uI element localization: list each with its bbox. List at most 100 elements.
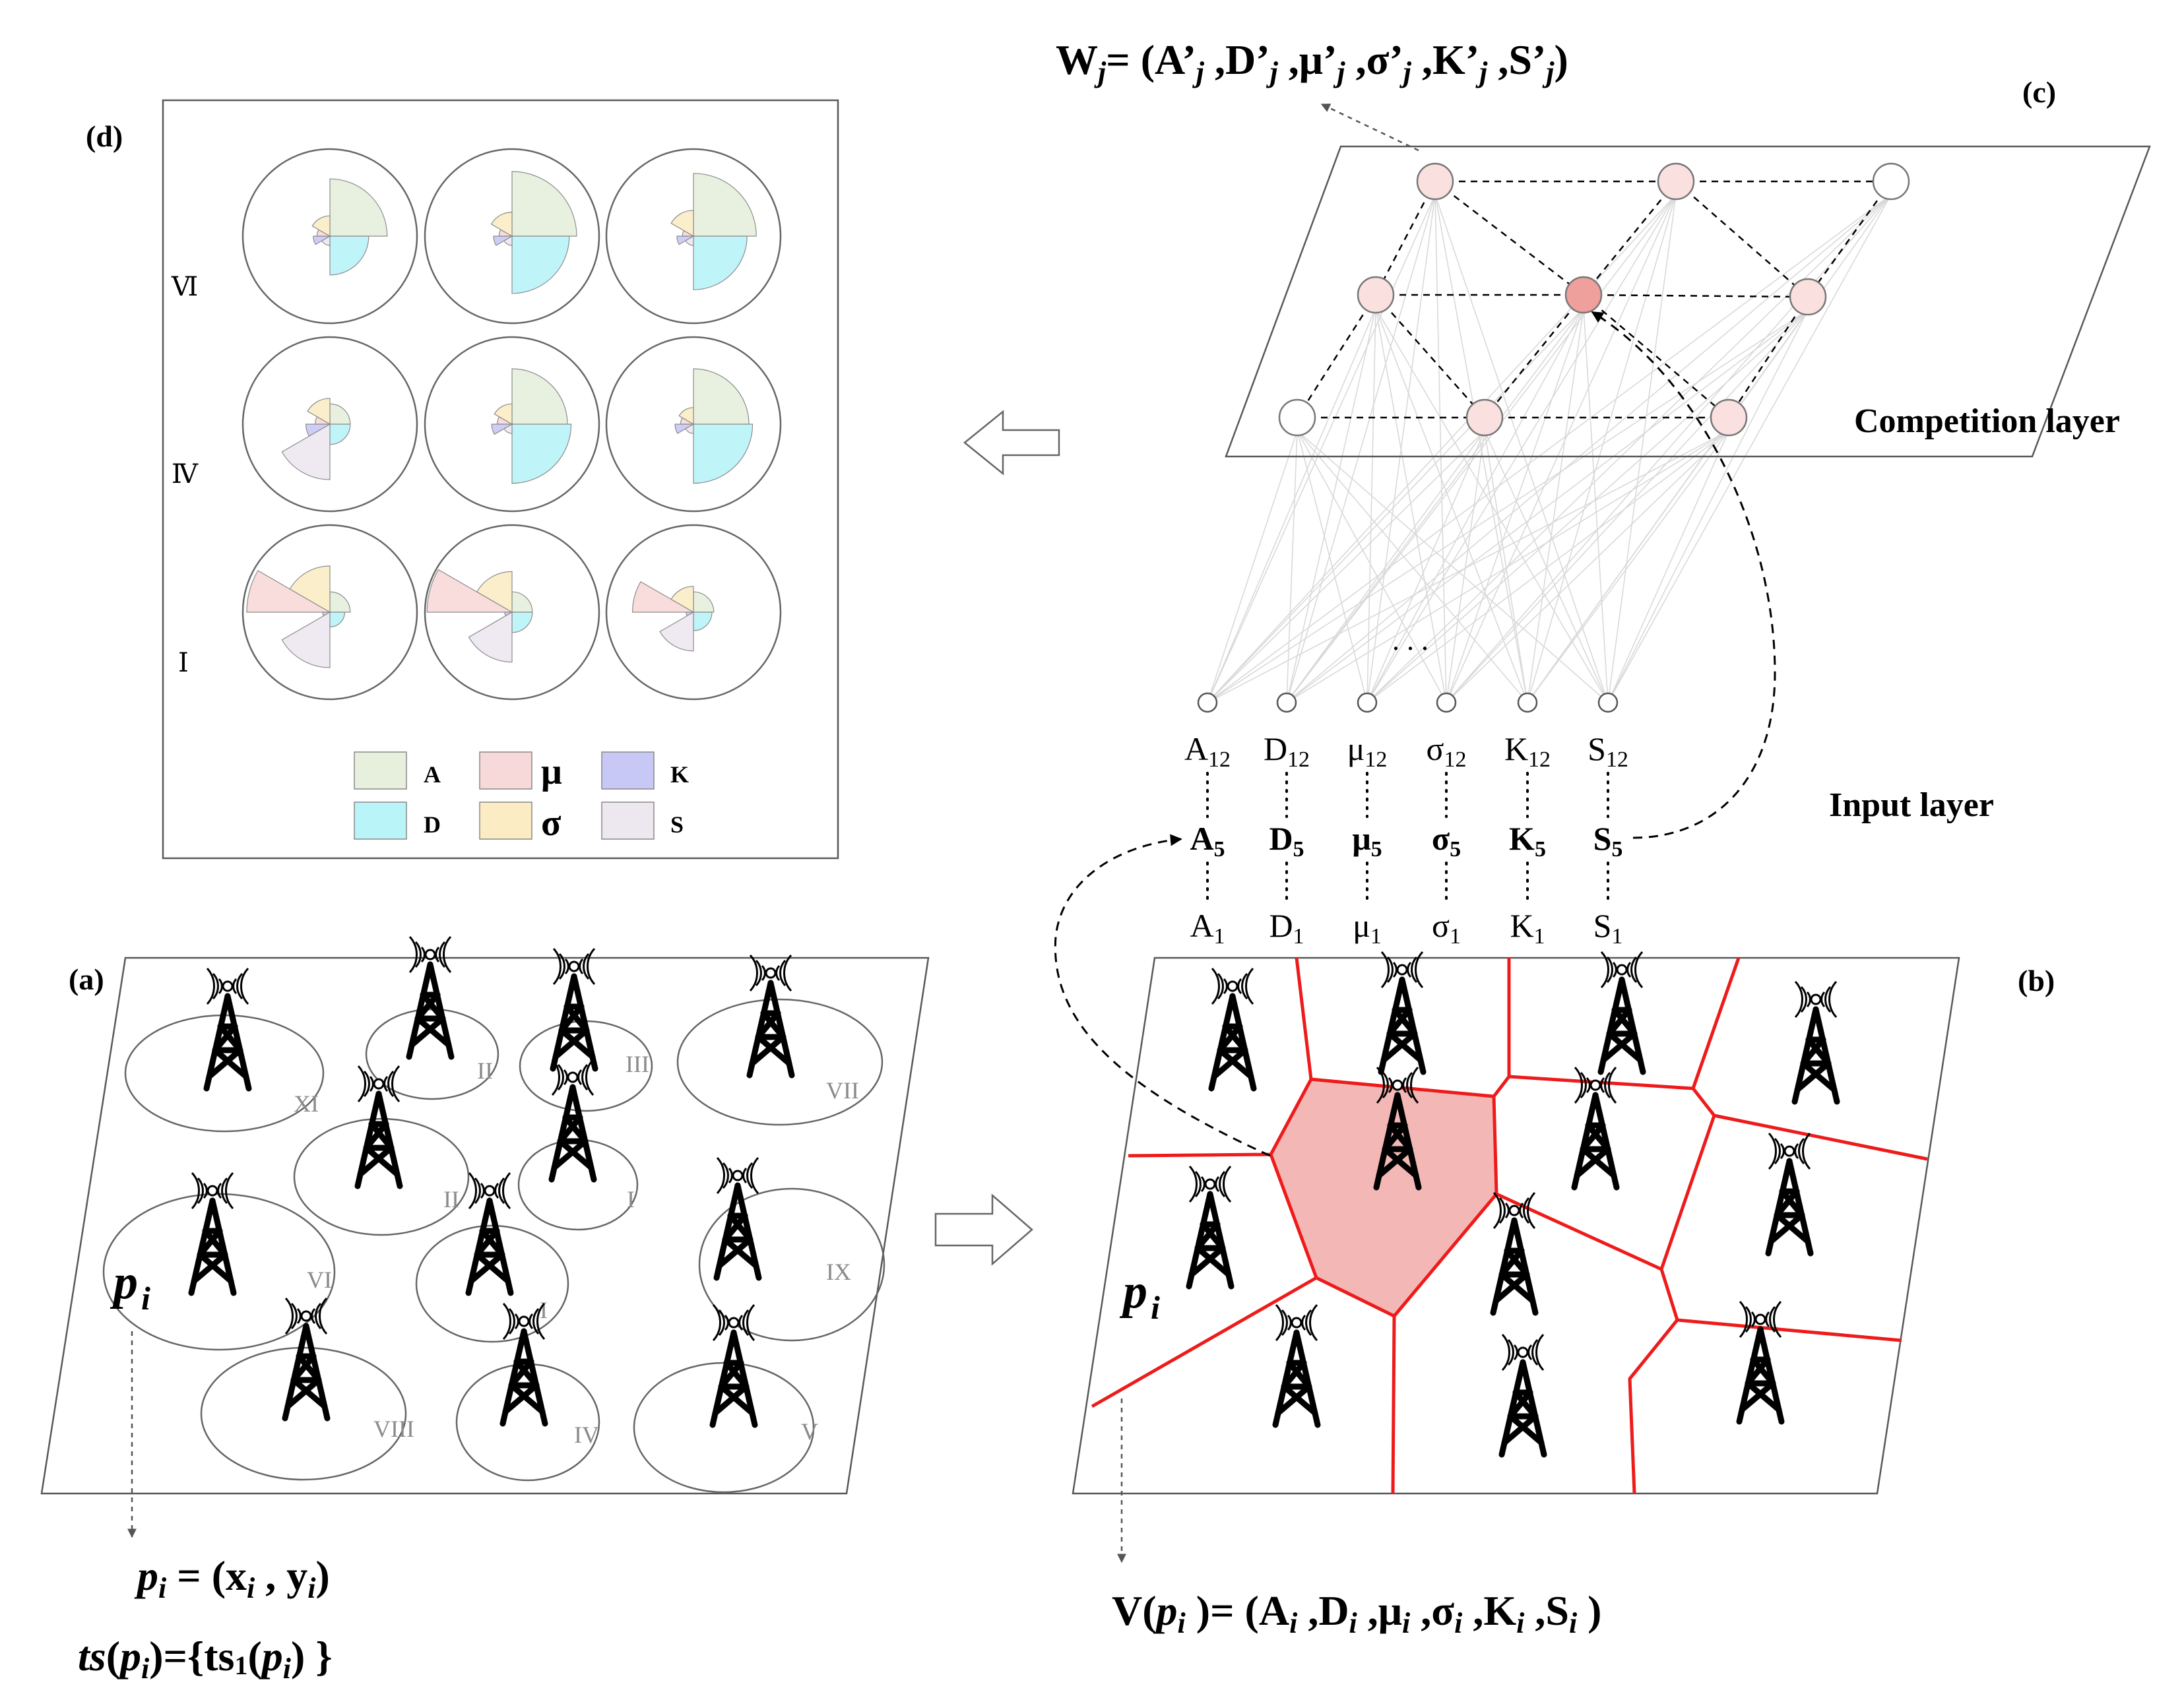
rose-sector: [476, 571, 513, 613]
coverage-cell: II: [293, 1066, 470, 1236]
input-feature-labels: A12A5A1D12D5D1μ12μ5μ1σ12σ5σ1K12K5K1S12S5…: [1184, 730, 1628, 949]
input-neuron: [1597, 692, 1619, 713]
input-neuron: [1357, 692, 1378, 713]
rose-sector: [426, 569, 514, 613]
rose-sector: [670, 586, 694, 613]
weight-connection: [1207, 309, 1809, 703]
cell-id-label: IX: [826, 1259, 851, 1285]
rose-sector: [511, 612, 533, 633]
weight-connection: [1484, 430, 1528, 703]
weight-connection: [1366, 309, 1809, 703]
coverage-cell: II: [365, 937, 499, 1100]
rose-sector: [281, 611, 331, 668]
lattice-edge: [1484, 294, 1584, 418]
legend-label-k: K: [670, 761, 689, 788]
som-neuron: [1872, 162, 1910, 201]
weight-connection: [1207, 430, 1485, 703]
feature-label-bottom: σ1: [1432, 907, 1461, 949]
weight-connection: [1286, 309, 1809, 703]
rose-sector: [329, 424, 351, 445]
rose-sector: [289, 565, 331, 613]
rose-sector: [693, 236, 748, 290]
weight-connection: [1207, 430, 1729, 703]
rose-sector: [511, 424, 572, 484]
legend-label-s: S: [670, 811, 684, 838]
weight-connection: [1607, 430, 1729, 703]
coverage-cell: IV: [455, 1304, 600, 1482]
feature-label-mid: A5: [1190, 820, 1225, 862]
weight-connection: [1527, 309, 1809, 703]
rose-sector: [678, 407, 694, 425]
point-p-subscript: i: [1151, 1289, 1160, 1326]
coverage-cell: VIII: [200, 1298, 414, 1481]
feature-label-mid: μ5: [1352, 820, 1382, 862]
coverage-cell: I: [415, 1173, 569, 1343]
input-layer-label: Input layer: [1829, 786, 1994, 824]
rose-sector: [685, 235, 694, 246]
rose-chart: [241, 336, 418, 513]
weight-connection: [1527, 194, 1677, 703]
weight-connection: [1375, 307, 1609, 703]
rose-chart: [424, 336, 600, 513]
weight-connection: [1286, 307, 1376, 703]
lattice-edge: [1675, 181, 1809, 298]
som-neuron: [1657, 162, 1695, 201]
feature-label-top: A12: [1184, 730, 1231, 772]
rose-chart: [605, 524, 782, 701]
weight-connection: [1297, 430, 1368, 703]
rose-sector: [693, 612, 713, 631]
formula-timeseries: ts(pi)={ts1(pi) }: [78, 1633, 333, 1685]
rose-sector: [329, 236, 369, 276]
feature-label-bottom: D1: [1269, 907, 1304, 949]
legend-label-a: A: [424, 761, 441, 788]
rose-sector: [246, 570, 332, 613]
lattice-edge: [1434, 181, 1584, 296]
coverage-cell: VI: [102, 1173, 336, 1351]
weight-connection: [1366, 307, 1584, 703]
coverage-ellipse: [698, 1187, 885, 1342]
weight-connection: [1446, 430, 1729, 703]
competition-layer-label: Competition layer: [1854, 402, 2120, 440]
som-neuron: [1710, 398, 1748, 437]
som-lattice-edges: [1296, 180, 1892, 419]
weight-connection: [1286, 307, 1584, 703]
rose-sector: [311, 215, 331, 237]
rose-sector: [503, 235, 513, 246]
coverage-ellipse: [415, 1224, 569, 1343]
legend-swatch-mu: [479, 751, 532, 790]
panel-a-label: (a): [69, 962, 104, 996]
weight-connection: [1583, 307, 1609, 703]
cell-id-label: II: [477, 1057, 493, 1084]
ellipsis: . . .: [1392, 624, 1429, 656]
rose-sector: [511, 368, 568, 425]
rose-sector: [321, 235, 331, 246]
point-p-subscript: i: [141, 1280, 150, 1317]
rose-chart: [424, 148, 600, 325]
input-competition-connections: [1207, 194, 1892, 703]
cell-id-label: IV: [574, 1422, 599, 1448]
lattice-edge: [1296, 294, 1377, 418]
point-label-b: p i: [1119, 1265, 1160, 1326]
feature-label-top: K12: [1504, 730, 1551, 772]
weight-connection: [1527, 430, 1729, 703]
weight-connection: [1446, 307, 1584, 703]
weight-connection: [1207, 194, 1436, 703]
lattice-edge: [1807, 181, 1892, 298]
feature-label-top: D12: [1264, 730, 1310, 772]
weight-connection: [1207, 194, 1677, 703]
panel-d-label: (d): [86, 119, 123, 153]
cell-id-label: XI: [294, 1090, 319, 1117]
formula-feature-vector: V(pi )= (Ai ,Di ,μi ,σi ,Ki ,Si ): [1112, 1587, 1601, 1639]
legend-swatch-d: [354, 802, 407, 840]
coverage-cell: IX: [698, 1158, 885, 1342]
winner-neuron: [1564, 276, 1603, 314]
som-neuron: [1278, 398, 1316, 437]
rose-sector: [659, 611, 694, 652]
lattice-edge: [1375, 294, 1485, 418]
right-hollow-arrow: [934, 1193, 1033, 1266]
legend-label-d: D: [424, 811, 441, 838]
rose-sector: [281, 423, 331, 480]
weight-connection: [1446, 309, 1809, 703]
